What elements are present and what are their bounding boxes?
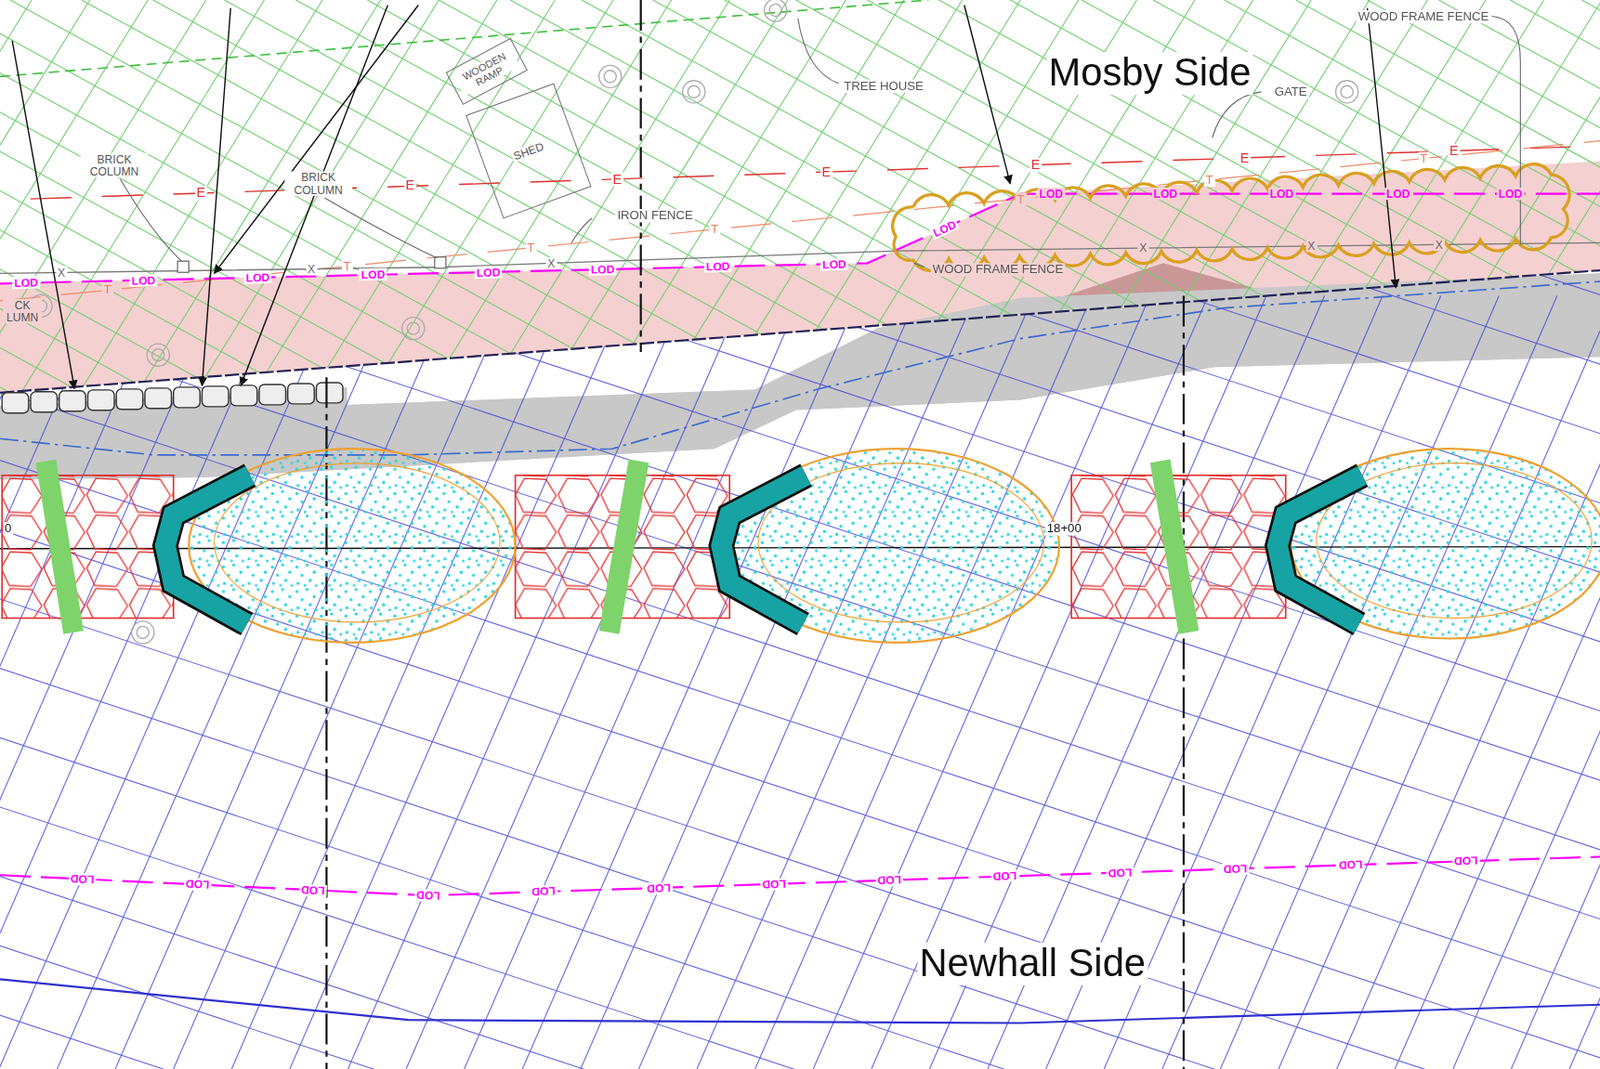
pool <box>188 448 1600 643</box>
leader-line <box>120 16 1522 268</box>
site-label: CK LUMN <box>2 299 42 325</box>
electric-line <box>30 145 1600 199</box>
site-label: WOOD FRAME FENCE <box>931 262 1066 276</box>
line-marker: LOD <box>703 260 732 274</box>
line-marker: E <box>1238 150 1252 166</box>
line-marker: LOD <box>1105 865 1134 879</box>
line-marker: LOD <box>358 268 387 282</box>
line-marker: LOD <box>243 271 272 285</box>
line-marker: T <box>101 283 113 297</box>
boundary-line <box>0 270 1600 394</box>
line-marker: E <box>819 164 833 180</box>
telecom-line <box>0 141 1600 302</box>
line-marker: X <box>1137 241 1149 254</box>
line-marker: T <box>708 222 721 237</box>
line-marker: LOD <box>1220 862 1249 876</box>
line-marker: X <box>55 266 67 279</box>
line-marker: E <box>1447 144 1461 159</box>
line-marker: X <box>545 257 557 270</box>
line-marker: LOD <box>129 274 158 288</box>
line-marker: LOD <box>875 874 904 888</box>
line-marker: LOD <box>1268 187 1297 200</box>
line-marker: LOD <box>1496 187 1525 200</box>
line-marker: LOD <box>1036 187 1065 200</box>
leader-arrow <box>12 4 1396 389</box>
line-marker: LOD <box>1384 187 1413 200</box>
brick-column-symbol <box>434 257 446 269</box>
site-label: BRICK COLUMN <box>284 170 352 197</box>
site-label: IRON FENCE <box>615 209 696 223</box>
line-marker: T <box>1203 173 1215 187</box>
node-text: SHED <box>510 139 548 163</box>
line-marker: LOD <box>67 872 97 887</box>
blue-line <box>0 979 1600 1023</box>
line-marker: LOD <box>11 276 40 290</box>
line-marker: LOD <box>473 265 502 279</box>
line-marker: T <box>1014 192 1026 206</box>
line-marker: T <box>340 259 353 273</box>
rock-check-dam <box>1 475 173 619</box>
line-marker: LOD <box>528 885 557 899</box>
blue-dashed-line <box>0 281 1600 456</box>
line-marker: T <box>1417 152 1430 166</box>
line-marker: LOD <box>1336 858 1364 872</box>
line-marker: LOD <box>759 878 787 892</box>
line-marker: LOD <box>183 878 212 892</box>
line-marker: E <box>194 185 208 201</box>
green-bar <box>45 460 1189 632</box>
site-label: 18+00 <box>1045 522 1084 536</box>
line-marker: LOD <box>413 889 443 904</box>
line-marker: LOD <box>1451 854 1480 868</box>
grey-band <box>0 273 1600 480</box>
site-label: Mosby Side <box>1046 52 1253 95</box>
brick-column-symbol <box>177 261 189 273</box>
site-label: Newhall Side <box>917 943 1148 986</box>
site-label: BRICK COLUMN <box>80 153 148 179</box>
line-marker: LOD <box>643 881 672 895</box>
line-marker: LOD <box>298 883 328 898</box>
line-marker: 0 <box>2 522 14 536</box>
lod-line <box>0 856 1600 896</box>
line-marker: GATE <box>1272 85 1309 99</box>
line-marker: LOD <box>819 257 848 271</box>
line-marker: LOD <box>929 217 960 240</box>
fence-line <box>0 242 1600 274</box>
ramp-box: WOODEN RAMP <box>445 38 528 105</box>
line-marker: X <box>305 262 317 276</box>
stone-wall <box>1 382 343 414</box>
line-marker: X <box>1305 239 1317 252</box>
site-label: WOOD FRAME FENCE <box>1356 9 1492 23</box>
line-marker: LOD <box>990 870 1019 884</box>
shed-box: SHED <box>465 83 592 220</box>
section-line <box>640 0 643 353</box>
line-marker: LOD <box>1151 187 1180 200</box>
line-marker: E <box>403 179 417 195</box>
line-marker: E <box>1029 157 1043 173</box>
line-marker: T <box>524 241 537 255</box>
node-text: WOODEN RAMP <box>453 46 520 96</box>
site-label: TREE HOUSE <box>841 78 926 92</box>
tree-symbol <box>29 0 1359 644</box>
line-marker: E <box>610 171 624 187</box>
revision-cloud <box>892 164 1571 272</box>
green-dashed-line <box>0 0 929 77</box>
section-line <box>1182 295 1185 1069</box>
line-marker: X <box>1432 238 1444 251</box>
line-marker: LOD <box>588 262 617 276</box>
